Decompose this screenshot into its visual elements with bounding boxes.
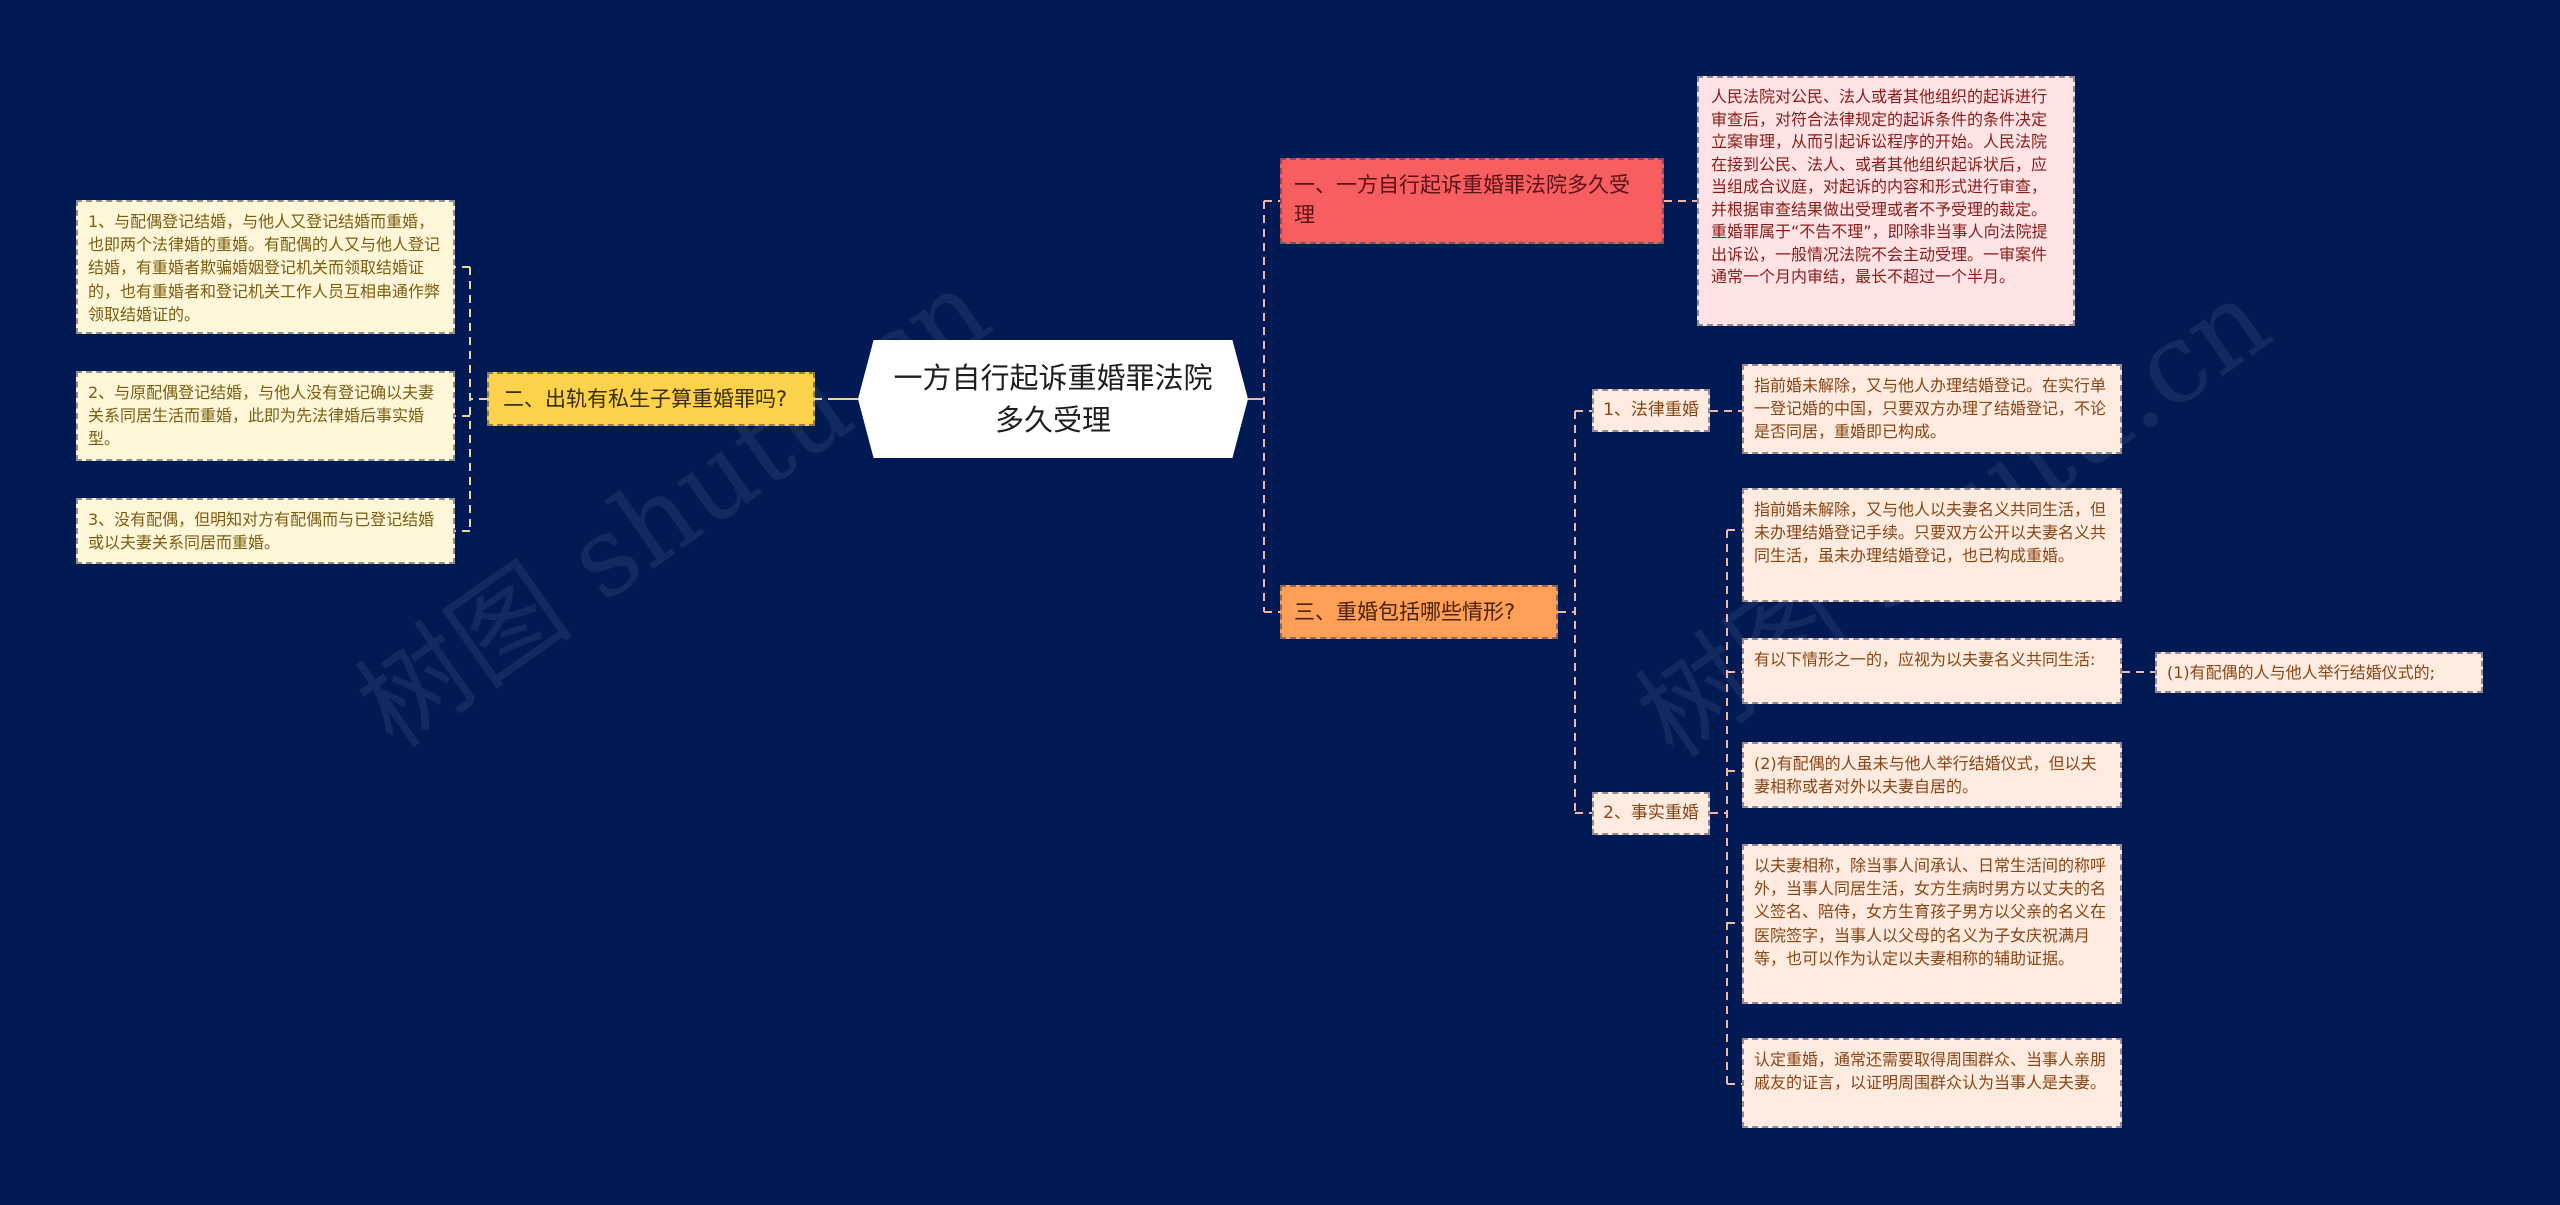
detail-text: 认定重婚，通常还需要取得周围群众、当事人亲朋戚友的证言，以证明周围群众认为当事人… [1754,1050,2107,1093]
leaf-legal-then-fact[interactable]: 2、与原配偶登记结婚，与他人没有登记确以夫妻关系同居生活而重婚，此即为先法律婚后… [76,371,455,461]
branch-label: 二、出轨有私生子算重婚罪吗? [503,386,788,411]
detail-text: 有以下情形之一的，应视为以夫妻名义共同生活: [1754,650,2096,669]
branch-bigamy-types[interactable]: 三、重婚包括哪些情形? [1280,585,1558,639]
leaf-legal-bigamy-registration[interactable]: 1、与配偶登记结婚，与他人又登记结婚而重婚，也即两个法律婚的重婚。有配偶的人又与… [76,200,455,334]
detail-situation-2[interactable]: (2)有配偶的人虽未与他人举行结婚仪式，但以夫妻相称或者对外以夫妻自居的。 [1742,742,2122,808]
detail-fact-bigamy-definition[interactable]: 指前婚未解除，又与他人以夫妻名义共同生活，但未办理结婚登记手续。只要双方公开以夫… [1742,488,2122,602]
sub-label: 2、事实重婚 [1603,803,1699,824]
detail-text: (2)有配偶的人虽未与他人举行结婚仪式，但以夫妻相称或者对外以夫妻自居的。 [1754,754,2097,797]
detail-witness-testimony[interactable]: 认定重婚，通常还需要取得周围群众、当事人亲朋戚友的证言，以证明周围群众认为当事人… [1742,1038,2122,1128]
leaf-knowingly-marry[interactable]: 3、没有配偶，但明知对方有配偶而与已登记结婚或以夫妻关系同居而重婚。 [76,498,455,564]
detail-situation-1[interactable]: (1)有配偶的人与他人举行结婚仪式的; [2155,652,2483,693]
leaf-text: 3、没有配偶，但明知对方有配偶而与已登记结婚或以夫妻关系同居而重婚。 [88,510,435,553]
root-topic[interactable]: 一方自行起诉重婚罪法院多久受理 [858,340,1248,458]
sub-label: 1、法律重婚 [1603,400,1699,421]
branch-court-acceptance-time[interactable]: 一、一方自行起诉重婚罪法院多久受理 [1280,158,1664,244]
detail-spouse-address-evidence[interactable]: 以夫妻相称，除当事人间承认、日常生活间的称呼外，当事人同居生活，女方生病时男方以… [1742,844,2122,1004]
leaf-text: 2、与原配偶登记结婚，与他人没有登记确以夫妻关系同居生活而重婚，此即为先法律婚后… [88,383,435,449]
detail-text: 人民法院对公民、法人或者其他组织的起诉进行审查后，对符合法律规定的起诉条件的条件… [1711,87,2048,286]
leaf-text: 1、与配偶登记结婚，与他人又登记结婚而重婚，也即两个法律婚的重婚。有配偶的人又与… [88,212,441,324]
detail-legal-bigamy[interactable]: 指前婚未解除，又与他人办理结婚登记。在实行单一登记婚的中国，只要双方办理了结婚登… [1742,364,2122,454]
root-title: 一方自行起诉重婚罪法院多久受理 [893,361,1213,437]
detail-court-acceptance[interactable]: 人民法院对公民、法人或者其他组织的起诉进行审查后，对符合法律规定的起诉条件的条件… [1697,76,2075,326]
branch-label: 一、一方自行起诉重婚罪法院多久受理 [1294,173,1630,227]
detail-fact-bigamy-situations[interactable]: 有以下情形之一的，应视为以夫妻名义共同生活: [1742,638,2122,704]
sub-fact-bigamy[interactable]: 2、事实重婚 [1592,792,1710,835]
detail-text: 指前婚未解除，又与他人办理结婚登记。在实行单一登记婚的中国，只要双方办理了结婚登… [1754,376,2107,442]
detail-text: (1)有配偶的人与他人举行结婚仪式的; [2167,662,2436,682]
detail-text: 指前婚未解除，又与他人以夫妻名义共同生活，但未办理结婚登记手续。只要双方公开以夫… [1754,500,2107,566]
detail-text: 以夫妻相称，除当事人间承认、日常生活间的称呼外，当事人同居生活，女方生病时男方以… [1754,856,2107,968]
branch-extramarital-child[interactable]: 二、出轨有私生子算重婚罪吗? [487,372,815,426]
sub-legal-bigamy[interactable]: 1、法律重婚 [1592,389,1710,432]
branch-label: 三、重婚包括哪些情形? [1294,599,1516,624]
